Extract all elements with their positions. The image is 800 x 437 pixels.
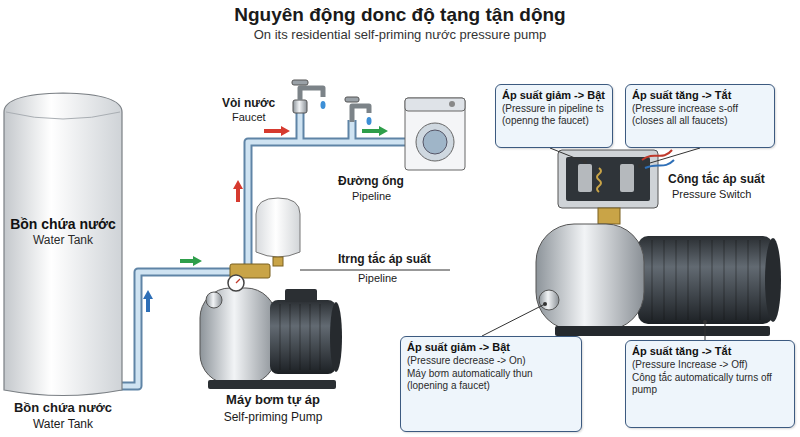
pump-right (555, 326, 770, 336)
faucet (292, 80, 308, 85)
water-pipe (248, 112, 405, 266)
pressure-switch (620, 164, 634, 192)
pump-right (765, 238, 781, 322)
flow-arrow (143, 126, 388, 312)
node-heading: Áp suất tăng -> Tắt (632, 345, 788, 358)
water-pipe (248, 112, 405, 266)
faucet (293, 100, 307, 113)
faucet (352, 106, 369, 122)
pump-left (270, 300, 336, 374)
pressure-line (300, 270, 450, 271)
part-label: Pipeline (352, 190, 391, 203)
node-heading: Áp suất giảm -> Bật (502, 89, 606, 102)
pump-left (236, 279, 240, 283)
part-label: Water Tank (0, 417, 126, 431)
pressure-switch (598, 208, 620, 224)
pump-right (536, 224, 644, 330)
pressure-switch (578, 164, 592, 192)
washing-machine (405, 98, 465, 170)
part-label: Vòi nước (222, 96, 275, 110)
water-pipe (120, 112, 405, 386)
washing-machine (423, 130, 447, 154)
callout-box: Áp suất tăng -> Tắt(Pressure Increase ->… (625, 340, 795, 428)
node-heading: Áp suất giảm -> Bật (407, 341, 575, 354)
washing-machine (449, 101, 455, 107)
pump-left (330, 302, 342, 372)
node-content: Áp suất tăng -> Tắt(Pressure increase s-… (632, 89, 768, 127)
node-text: Máy bơm automatically thun (lopening a f… (407, 368, 575, 392)
part-label: Itrng tắc áp suất (338, 252, 431, 266)
callout-box: Áp suất giảm -> Bật(Pressure decrease ->… (400, 336, 582, 432)
flow-arrow (143, 290, 153, 312)
pump-right (652, 240, 760, 320)
node-text: Water Tank (2, 233, 124, 247)
expansion-tank (273, 257, 283, 266)
faucet (367, 117, 372, 125)
leader-line (638, 164, 642, 168)
node-heading: Áp suất tăng -> Tắt (632, 89, 768, 102)
node-content: Áp suất giảm -> Bật(Pressure decrease ->… (407, 341, 575, 392)
part-label: Faucet (232, 111, 266, 124)
part-label: Pipeline (358, 272, 397, 285)
node-text: (Pressure in pipeline ts (openng the fau… (502, 103, 606, 127)
faucet (292, 80, 372, 125)
callout-box: Áp suất tăng -> Tắt(Pressure increase s-… (625, 84, 775, 148)
faucet (321, 101, 326, 109)
flow-arrow (233, 180, 243, 202)
pump-right (638, 236, 773, 324)
flow-arrow (180, 256, 202, 266)
node-text: Công tắc automatically turns off pump (632, 372, 788, 396)
flow-arrow (362, 126, 388, 136)
part-label: Công tắc áp suất (668, 172, 765, 186)
pump-left (280, 304, 320, 370)
pressure-switch (645, 160, 674, 168)
part-label: Self-priming Pump (198, 410, 348, 424)
pump-left (200, 264, 342, 389)
node-heading: Bồn chứa nước (2, 216, 124, 233)
water-tank: Bồn chứa nướcWater Tank (2, 92, 124, 402)
node-content: Bồn chứa nướcWater Tank (2, 216, 124, 247)
pressure-line (300, 270, 450, 271)
tank-shape (6, 112, 120, 119)
node-text: (Pressure decrease -> On) (407, 355, 575, 367)
node-text: (Pressure increase s-off (closes all all… (632, 103, 768, 127)
tank-shape (2, 92, 124, 402)
faucet (300, 88, 323, 100)
pump-left (200, 288, 276, 384)
faucet (345, 97, 359, 102)
node-content: Áp suất tăng -> Tắt(Pressure Increase ->… (632, 345, 788, 396)
flow-arrow (264, 126, 290, 136)
expansion-tank (256, 198, 300, 257)
part-label: Bồn chứa nước (0, 400, 126, 416)
pressure-switch (597, 168, 601, 192)
part-label: Pressure Switch (672, 188, 751, 201)
expansion-tank (256, 198, 300, 266)
leader-line (703, 320, 707, 324)
node-text: (Pressure Increase -> Off) (632, 359, 788, 371)
washing-machine (405, 98, 465, 111)
pump-left (228, 275, 244, 291)
washing-machine (416, 123, 454, 161)
part-label: Đường ống (338, 174, 404, 188)
leader-line (543, 302, 547, 306)
pressure-switch (642, 150, 672, 160)
washing-machine (405, 98, 465, 170)
leader-line (583, 160, 587, 164)
pump-left (206, 292, 222, 308)
part-label: On its residential self-priming nước pre… (150, 27, 650, 43)
pump-left (208, 380, 336, 389)
node-content: Áp suất giảm -> Bật(Pressure in pipeline… (502, 89, 606, 127)
part-label: Máy bơm tự áp (198, 392, 348, 408)
pump-right (539, 290, 559, 310)
pump-left (285, 289, 317, 302)
callout-box: Áp suất giảm -> Bật(Pressure in pipeline… (495, 84, 613, 148)
pump-right (536, 224, 781, 336)
diagram-title: Nguyên động donc độ tạng tận dộng (0, 4, 800, 27)
pressure-switch (566, 157, 650, 201)
